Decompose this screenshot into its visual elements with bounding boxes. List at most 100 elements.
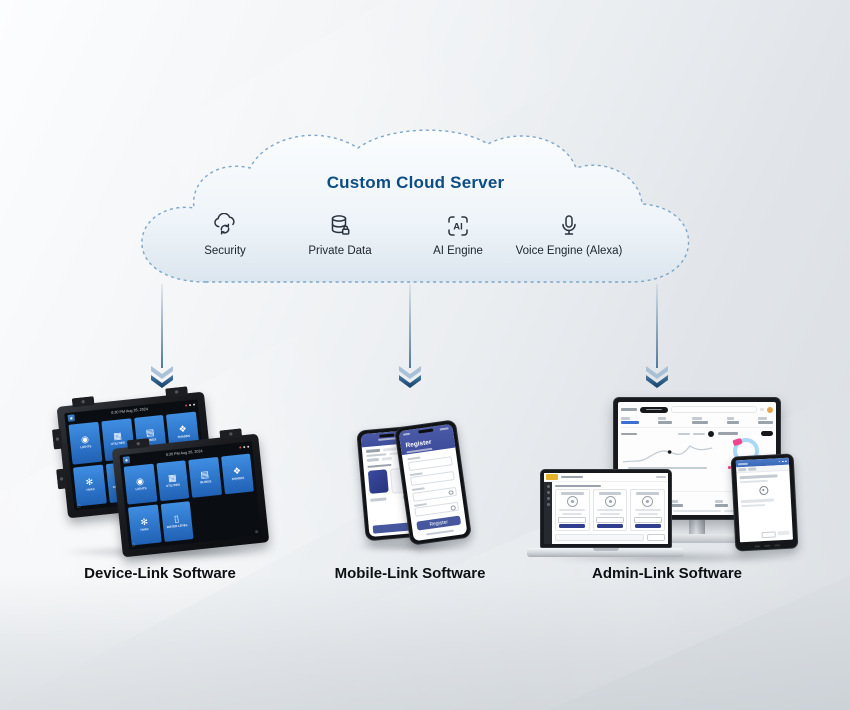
home-icon: ⌂ <box>76 503 81 510</box>
mounting-tab <box>165 386 189 398</box>
maximize-icon <box>781 460 784 463</box>
tile-shades: ❖SHADES <box>220 453 254 495</box>
secondary-button <box>633 516 662 523</box>
touch-panel-front: 6:30 PM Aug 26, 2024 ◉LIGHTS ▦UTILITIES … <box>111 428 270 558</box>
card-icon <box>566 496 578 507</box>
chart-toggle-dot <box>708 431 715 437</box>
ok-button <box>761 531 776 539</box>
blinds-icon: ▤ <box>145 427 155 439</box>
visitors-header <box>718 431 773 436</box>
phone-screen: Register Register <box>398 423 468 542</box>
feature-card <box>555 489 590 531</box>
down-arrow-icon <box>151 366 173 388</box>
feature-label: Security <box>204 245 246 257</box>
register-button: Register <box>416 515 462 531</box>
section-title-placeholder <box>555 484 601 487</box>
eye-icon <box>448 489 454 495</box>
stat-card <box>726 417 739 424</box>
wifi-icon <box>242 445 246 449</box>
feature-card <box>630 489 666 531</box>
visitors-title-placeholder <box>718 432 739 435</box>
sidebar-icon <box>546 496 550 500</box>
settings-gear-icon <box>759 485 769 496</box>
record-indicator-icon <box>184 404 188 407</box>
primary-button <box>559 524 586 528</box>
utilities-icon: ▦ <box>112 430 123 442</box>
primary-button <box>634 524 661 528</box>
secondary-button <box>558 516 587 523</box>
register-form: Register <box>402 448 468 542</box>
confirm-password-field <box>413 498 460 517</box>
line-chart <box>622 445 713 463</box>
tile-water-level: ▯WATER LEVEL <box>160 501 194 543</box>
tile-hvac: ✻HVAC <box>72 464 107 507</box>
feature-ai-engine: AI AI Engine <box>398 213 518 257</box>
brand-logo <box>546 473 558 480</box>
panel-logo <box>122 455 131 464</box>
mounting-tab <box>56 468 68 490</box>
record-indicator-icon <box>238 446 242 449</box>
cloud-outline <box>141 129 690 283</box>
feature-card <box>592 489 628 531</box>
down-arrow-icon <box>399 366 421 388</box>
note-row <box>555 534 665 541</box>
card-icon <box>604 496 616 507</box>
monitor-stand-neck <box>689 519 705 536</box>
stat-card <box>658 417 673 424</box>
feature-security: Security <box>165 213 285 257</box>
mounting-tab <box>71 396 95 408</box>
feature-voice-engine: Voice Engine (Alexa) <box>509 213 629 257</box>
secondary-button <box>596 516 624 523</box>
lights-icon: ◉ <box>80 434 90 445</box>
monitor-stand-base <box>655 534 739 543</box>
home-icon: ⌂ <box>131 542 136 549</box>
panel-logo <box>67 413 76 422</box>
primary-button <box>597 524 623 528</box>
tile-utilities: ▦UTILITIES <box>155 460 190 502</box>
x-axis-placeholder <box>627 467 708 469</box>
hvac-icon: ✻ <box>85 476 94 488</box>
close-icon <box>785 460 787 463</box>
avatar <box>767 406 773 413</box>
utilities-icon: ▦ <box>167 471 177 483</box>
wifi-icon <box>188 403 192 407</box>
insights-chart-card <box>621 431 715 488</box>
laptop-screen <box>544 473 668 544</box>
mounting-tab <box>126 438 150 450</box>
stat-card <box>621 417 639 424</box>
mounting-tab <box>219 428 243 440</box>
note-button <box>647 534 665 541</box>
feature-label: Private Data <box>308 245 372 257</box>
lights-icon: ◉ <box>135 475 145 487</box>
credit-card-dark <box>367 469 389 494</box>
tablet-screen <box>735 457 793 543</box>
stats-row <box>621 417 773 424</box>
hardware-button <box>773 543 780 547</box>
mounting-tab <box>51 428 63 450</box>
cloud-title: Custom Cloud Server <box>326 173 505 192</box>
connector-line <box>409 284 411 368</box>
page-title-placeholder <box>561 475 583 478</box>
laptop-main <box>552 482 668 545</box>
feature-label: Voice Engine (Alexa) <box>515 245 623 257</box>
minimize-icon <box>778 460 781 463</box>
sidebar <box>544 481 552 544</box>
connector-line <box>161 284 163 368</box>
phone-shadow <box>352 541 474 552</box>
cloud-sync-icon <box>214 213 235 235</box>
hardware-button <box>763 544 770 548</box>
tile-lights: ◉LIGHTS <box>68 421 103 465</box>
cancel-button <box>777 530 790 536</box>
hardware-button <box>753 544 760 548</box>
tablet-hardware-buttons <box>753 543 780 548</box>
hvac-icon: ✻ <box>139 516 149 527</box>
status-icons-placeholder <box>439 427 449 431</box>
laptop-topbar <box>544 473 668 482</box>
stat-card <box>691 417 708 424</box>
insights-title-placeholder <box>621 432 637 436</box>
blinds-icon: ▤ <box>199 468 210 480</box>
sidebar-icon <box>546 502 550 506</box>
donut-highlight-tag <box>731 437 743 447</box>
stat-card <box>758 417 773 424</box>
